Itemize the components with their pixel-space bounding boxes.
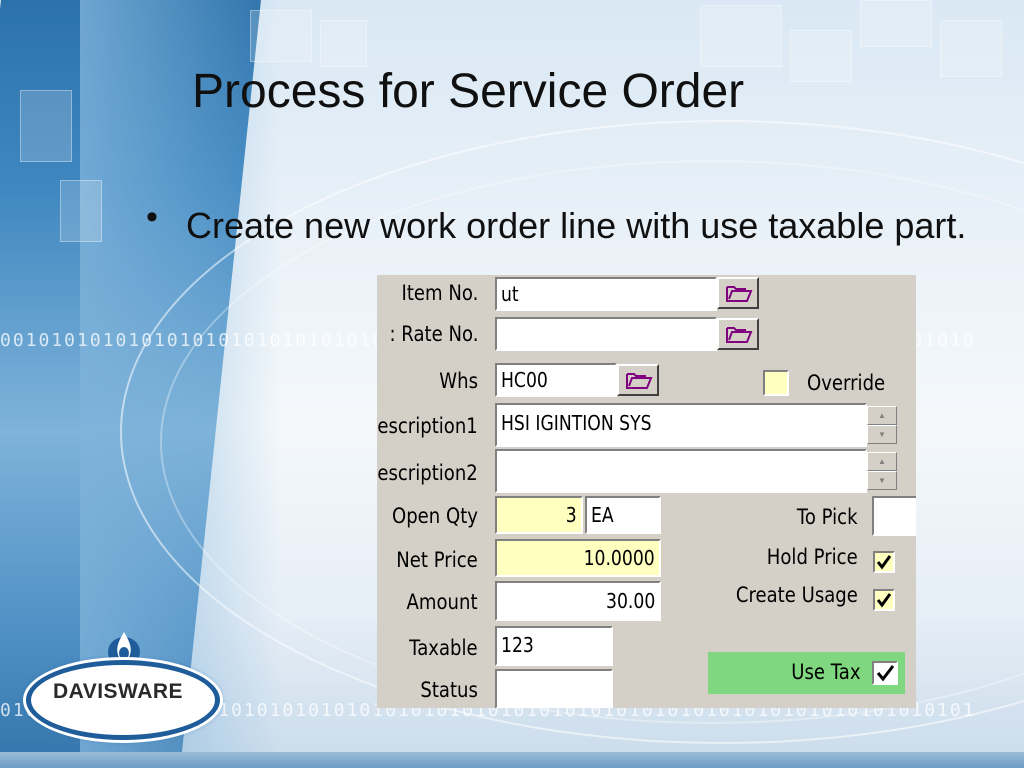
bullet-icon: • <box>146 198 158 236</box>
folder-open-icon <box>726 327 753 343</box>
logo-oval <box>26 660 220 740</box>
item-no-input[interactable]: ut <box>495 277 717 311</box>
create-usage-checkbox[interactable] <box>873 589 895 611</box>
spin-down-icon[interactable]: ▼ <box>867 471 897 490</box>
checkmark-icon <box>876 593 892 608</box>
net-price-input[interactable]: 10.0000 <box>495 539 661 577</box>
checkmark-icon <box>876 555 892 570</box>
label-hold-price: Hold Price <box>767 545 858 569</box>
label-use-tax: Use Tax <box>791 660 861 684</box>
label-amount: Amount <box>407 590 478 614</box>
use-tax-panel: Use Tax <box>708 652 905 694</box>
label-rate-no: : Rate No. <box>389 322 478 346</box>
whs-input[interactable]: HC00 <box>495 363 617 397</box>
spin-down-icon[interactable]: ▼ <box>867 425 897 444</box>
label-override: Override <box>807 371 886 395</box>
spin-up-icon[interactable]: ▲ <box>867 406 897 425</box>
override-checkbox[interactable] <box>763 370 789 396</box>
hold-price-checkbox[interactable] <box>873 551 895 573</box>
label-description2: escription2 <box>377 461 478 485</box>
label-net-price: Net Price <box>396 548 478 572</box>
open-qty-input[interactable]: 3 <box>495 496 583 534</box>
label-create-usage: Create Usage <box>735 583 858 607</box>
item-no-lookup-button[interactable] <box>717 277 759 309</box>
bullet-text: Create new work order line with use taxa… <box>186 205 967 246</box>
description1-input[interactable]: HSI IGINTION SYS <box>495 403 867 447</box>
rate-no-lookup-button[interactable] <box>717 318 759 350</box>
work-order-line-form: Item No. : Rate No. Whs escription1 escr… <box>377 275 916 708</box>
davisware-logo: DAVISWARE <box>20 628 220 740</box>
bottom-bar <box>0 752 1024 768</box>
spin-up-icon[interactable]: ▲ <box>867 452 897 471</box>
label-taxable: Taxable <box>409 636 478 660</box>
label-to-pick: To Pick <box>797 505 858 529</box>
description2-spinner[interactable]: ▲ ▼ <box>867 452 897 490</box>
folder-open-icon <box>626 373 653 389</box>
label-item-no: Item No. <box>401 281 478 305</box>
label-open-qty: Open Qty <box>392 504 478 528</box>
slide-title: Process for Service Order <box>192 65 745 118</box>
amount-input[interactable]: 30.00 <box>495 581 661 621</box>
label-whs: Whs <box>439 369 478 393</box>
whs-lookup-button[interactable] <box>617 364 659 396</box>
checkmark-icon <box>876 665 895 682</box>
label-description1: escription1 <box>377 414 478 438</box>
rate-no-input[interactable] <box>495 317 717 351</box>
status-input[interactable] <box>495 669 613 708</box>
uom-input[interactable]: EA <box>585 496 661 534</box>
taxable-input[interactable]: 123 <box>495 626 613 666</box>
logo-text: DAVISWARE <box>52 680 184 703</box>
folder-open-icon <box>726 286 753 302</box>
label-status: Status <box>420 678 478 702</box>
to-pick-input[interactable] <box>872 496 916 536</box>
use-tax-checkbox[interactable] <box>872 661 898 685</box>
description1-spinner[interactable]: ▲ ▼ <box>867 406 897 444</box>
description2-input[interactable] <box>495 449 867 493</box>
